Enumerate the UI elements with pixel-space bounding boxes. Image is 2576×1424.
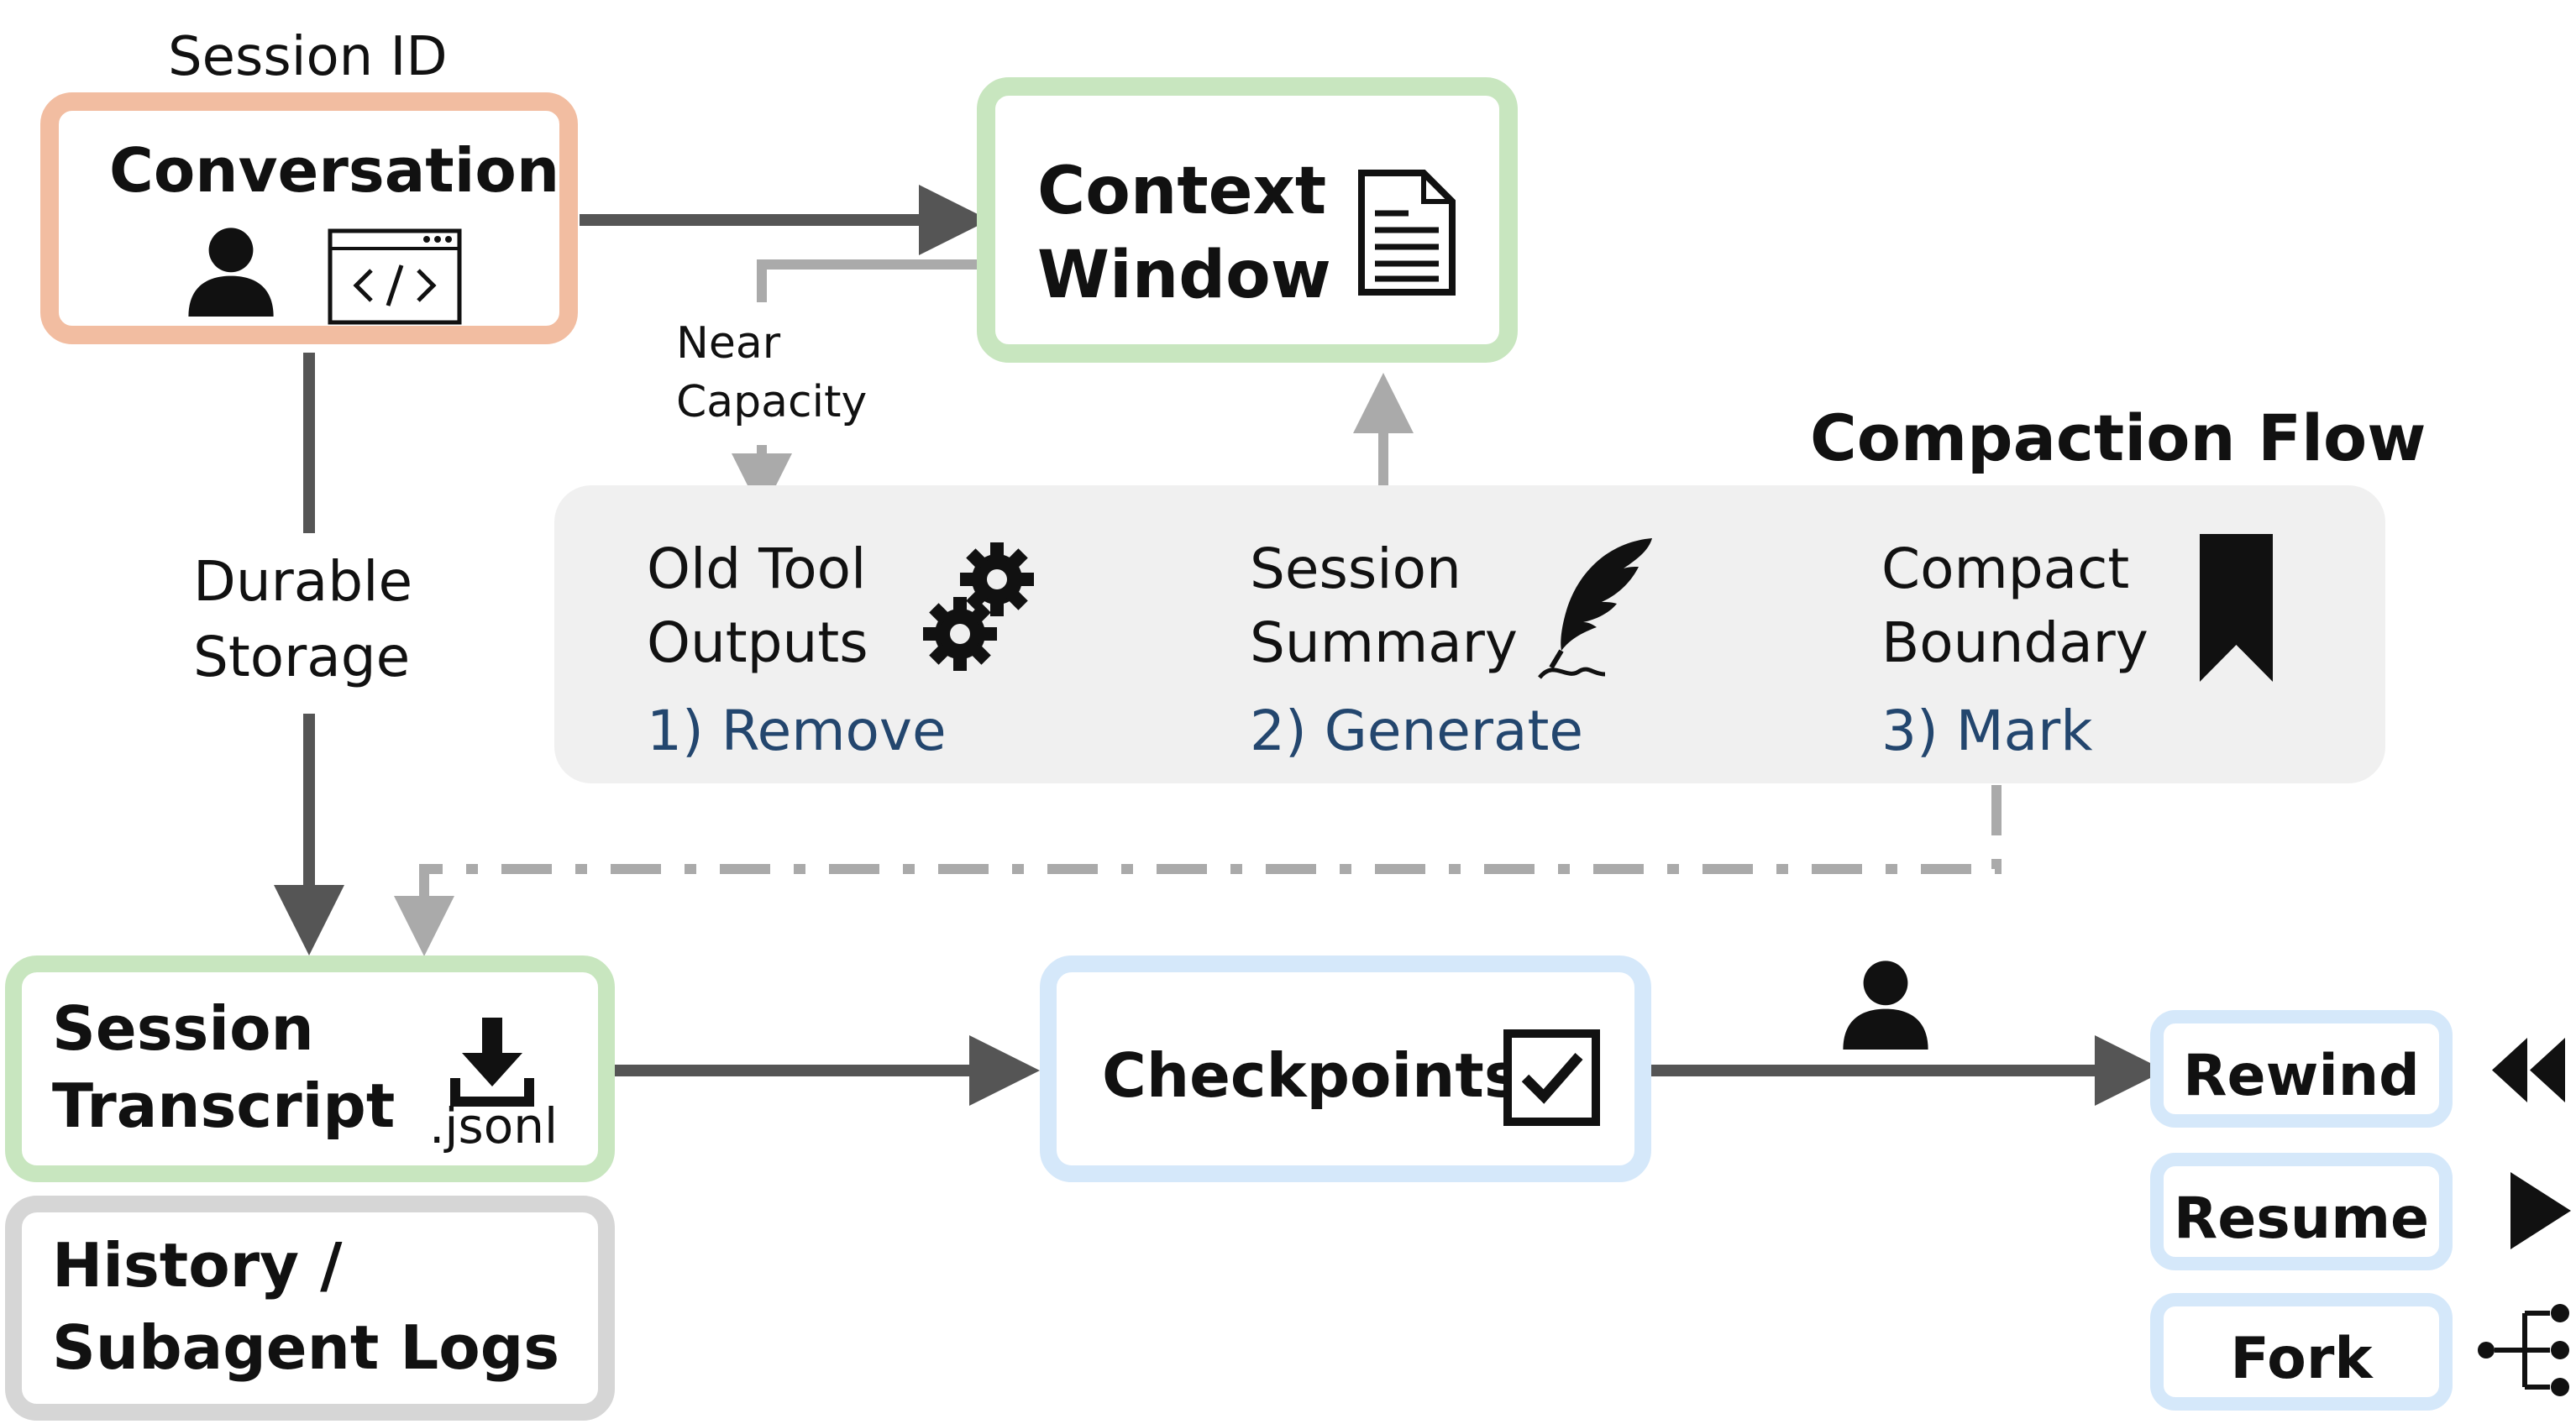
step-compact-boundary-line1: Compact: [1881, 537, 2130, 601]
fork-icon[interactable]: [2476, 1300, 2573, 1400]
step-remove-action: 1) Remove: [647, 699, 947, 763]
session-transcript-title-line2: Transcript: [52, 1071, 396, 1141]
checkbox-icon: [1503, 1029, 1600, 1126]
download-icon: [450, 1018, 534, 1107]
conversation-title: Conversation: [109, 135, 560, 206]
session-transcript-box[interactable]: Session Transcript .jsonl: [5, 955, 615, 1182]
near-capacity-label-line2: Capacity: [676, 377, 868, 427]
context-window-title-line1: Context: [1037, 154, 1327, 229]
session-transcript-title-line1: Session: [52, 993, 314, 1064]
fork-button[interactable]: Fork: [2150, 1293, 2453, 1411]
context-window-title-line2: Window: [1037, 238, 1331, 313]
step-generate-action: 2) Generate: [1250, 699, 1583, 763]
person-icon: [188, 228, 274, 317]
rewind-button[interactable]: Rewind: [2150, 1010, 2453, 1128]
arrow-near-capacity: [757, 259, 978, 302]
history-title-line1: History /: [52, 1230, 343, 1301]
context-window-box[interactable]: Context Window: [977, 77, 1518, 363]
step-compact-boundary-line2: Boundary: [1881, 610, 2148, 675]
bookmark-icon: [2200, 534, 2273, 682]
code-window-icon: [328, 228, 462, 325]
step-session-summary-line2: Summary: [1250, 610, 1518, 675]
gears-icon: [923, 542, 1034, 671]
durable-storage-label-line1: Durable: [193, 549, 413, 614]
fork-label: Fork: [2230, 1326, 2373, 1392]
dashed-boundary-to-transcript: [394, 785, 2002, 956]
jsonl-file-label: .jsonl: [429, 1097, 559, 1154]
person-icon: [1843, 961, 1928, 1050]
rewind-label: Rewind: [2183, 1043, 2420, 1109]
checkpoints-box[interactable]: Checkpoints: [1040, 955, 1651, 1182]
resume-label: Resume: [2173, 1186, 2430, 1252]
quill-icon: [1538, 538, 1652, 679]
play-icon[interactable]: [2507, 1169, 2574, 1253]
checkpoints-label: Checkpoints: [1102, 1040, 1520, 1111]
rewind-icon[interactable]: [2489, 1034, 2568, 1106]
step-old-tool-line2: Outputs: [647, 610, 868, 675]
document-icon: [1358, 170, 1456, 296]
step-old-tool-line1: Old Tool: [647, 537, 867, 601]
durable-storage-label-line2: Storage: [193, 625, 411, 689]
history-title-line2: Subagent Logs: [52, 1312, 560, 1383]
conversation-box[interactable]: Conversation: [40, 92, 578, 344]
step-session-summary-line1: Session: [1250, 537, 1461, 601]
resume-button[interactable]: Resume: [2150, 1153, 2453, 1270]
compaction-flow-panel: [554, 485, 2385, 783]
step-mark-action: 3) Mark: [1881, 699, 2093, 763]
compaction-flow-title: Compaction Flow: [1810, 400, 2426, 475]
near-capacity-label-line1: Near: [676, 318, 781, 369]
history-logs-box[interactable]: History / Subagent Logs: [5, 1196, 615, 1421]
session-id-label: Session ID: [168, 26, 448, 88]
